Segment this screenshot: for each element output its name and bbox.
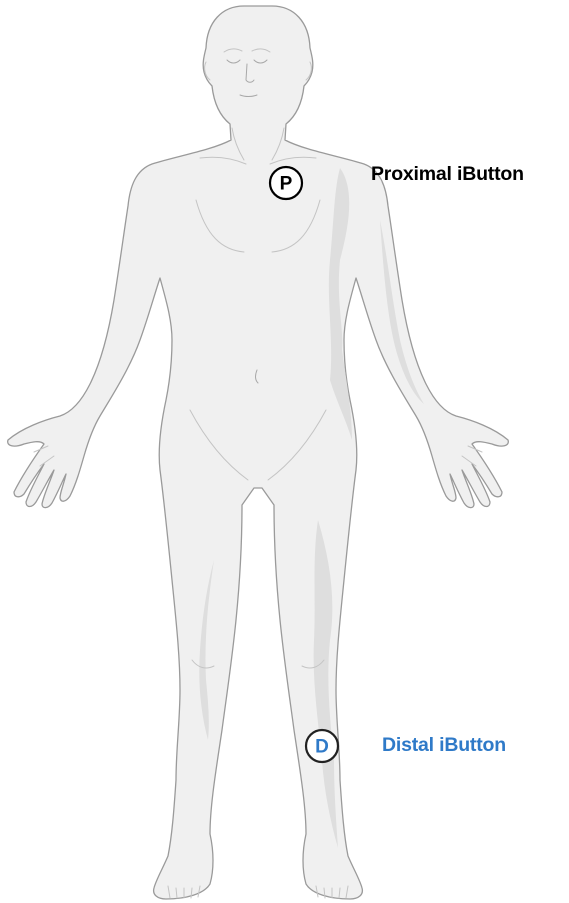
proximal-marker-letter: P: [280, 174, 293, 195]
proximal-marker: P: [270, 167, 302, 199]
distal-marker-letter: D: [315, 737, 329, 758]
proximal-ibutton-label: Proximal iButton: [371, 163, 524, 186]
body-silhouette: [8, 6, 509, 899]
distal-marker: D: [306, 730, 338, 762]
distal-ibutton-label: Distal iButton: [382, 734, 506, 757]
